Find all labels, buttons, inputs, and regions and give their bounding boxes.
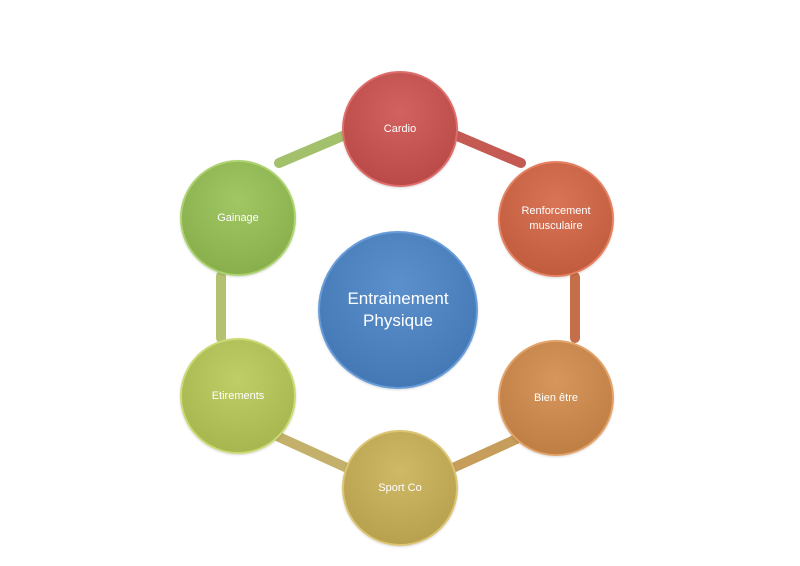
node-sport-co-label: Sport Co xyxy=(378,481,422,494)
node-bien-etre-label: Bien être xyxy=(533,391,579,404)
connector-bien-etre-sport-co xyxy=(450,432,526,472)
node-etirements-label: Etirements xyxy=(211,389,265,402)
node-renforcement-musculaire-label: Renforcement musculaire xyxy=(521,205,591,232)
connector-cardio-renforcement xyxy=(450,130,526,168)
node-gainage-label: Gainage xyxy=(217,211,259,224)
node-etirements: Etirements xyxy=(180,338,296,454)
node-cardio-label: Cardio xyxy=(383,122,417,135)
connector-sport-co-etirements xyxy=(274,432,350,472)
node-cardio: Cardio xyxy=(342,71,458,187)
node-bien-etre: Bien être xyxy=(498,340,614,456)
center-node: Entrainement Physique xyxy=(318,231,478,389)
node-gainage: Gainage xyxy=(180,160,296,276)
connector-gainage-cardio xyxy=(274,130,350,168)
node-renforcement-musculaire: Renforcement musculaire xyxy=(498,161,614,277)
center-node-label: Entrainement Physique xyxy=(347,289,449,330)
node-sport-co: Sport Co xyxy=(342,430,458,546)
